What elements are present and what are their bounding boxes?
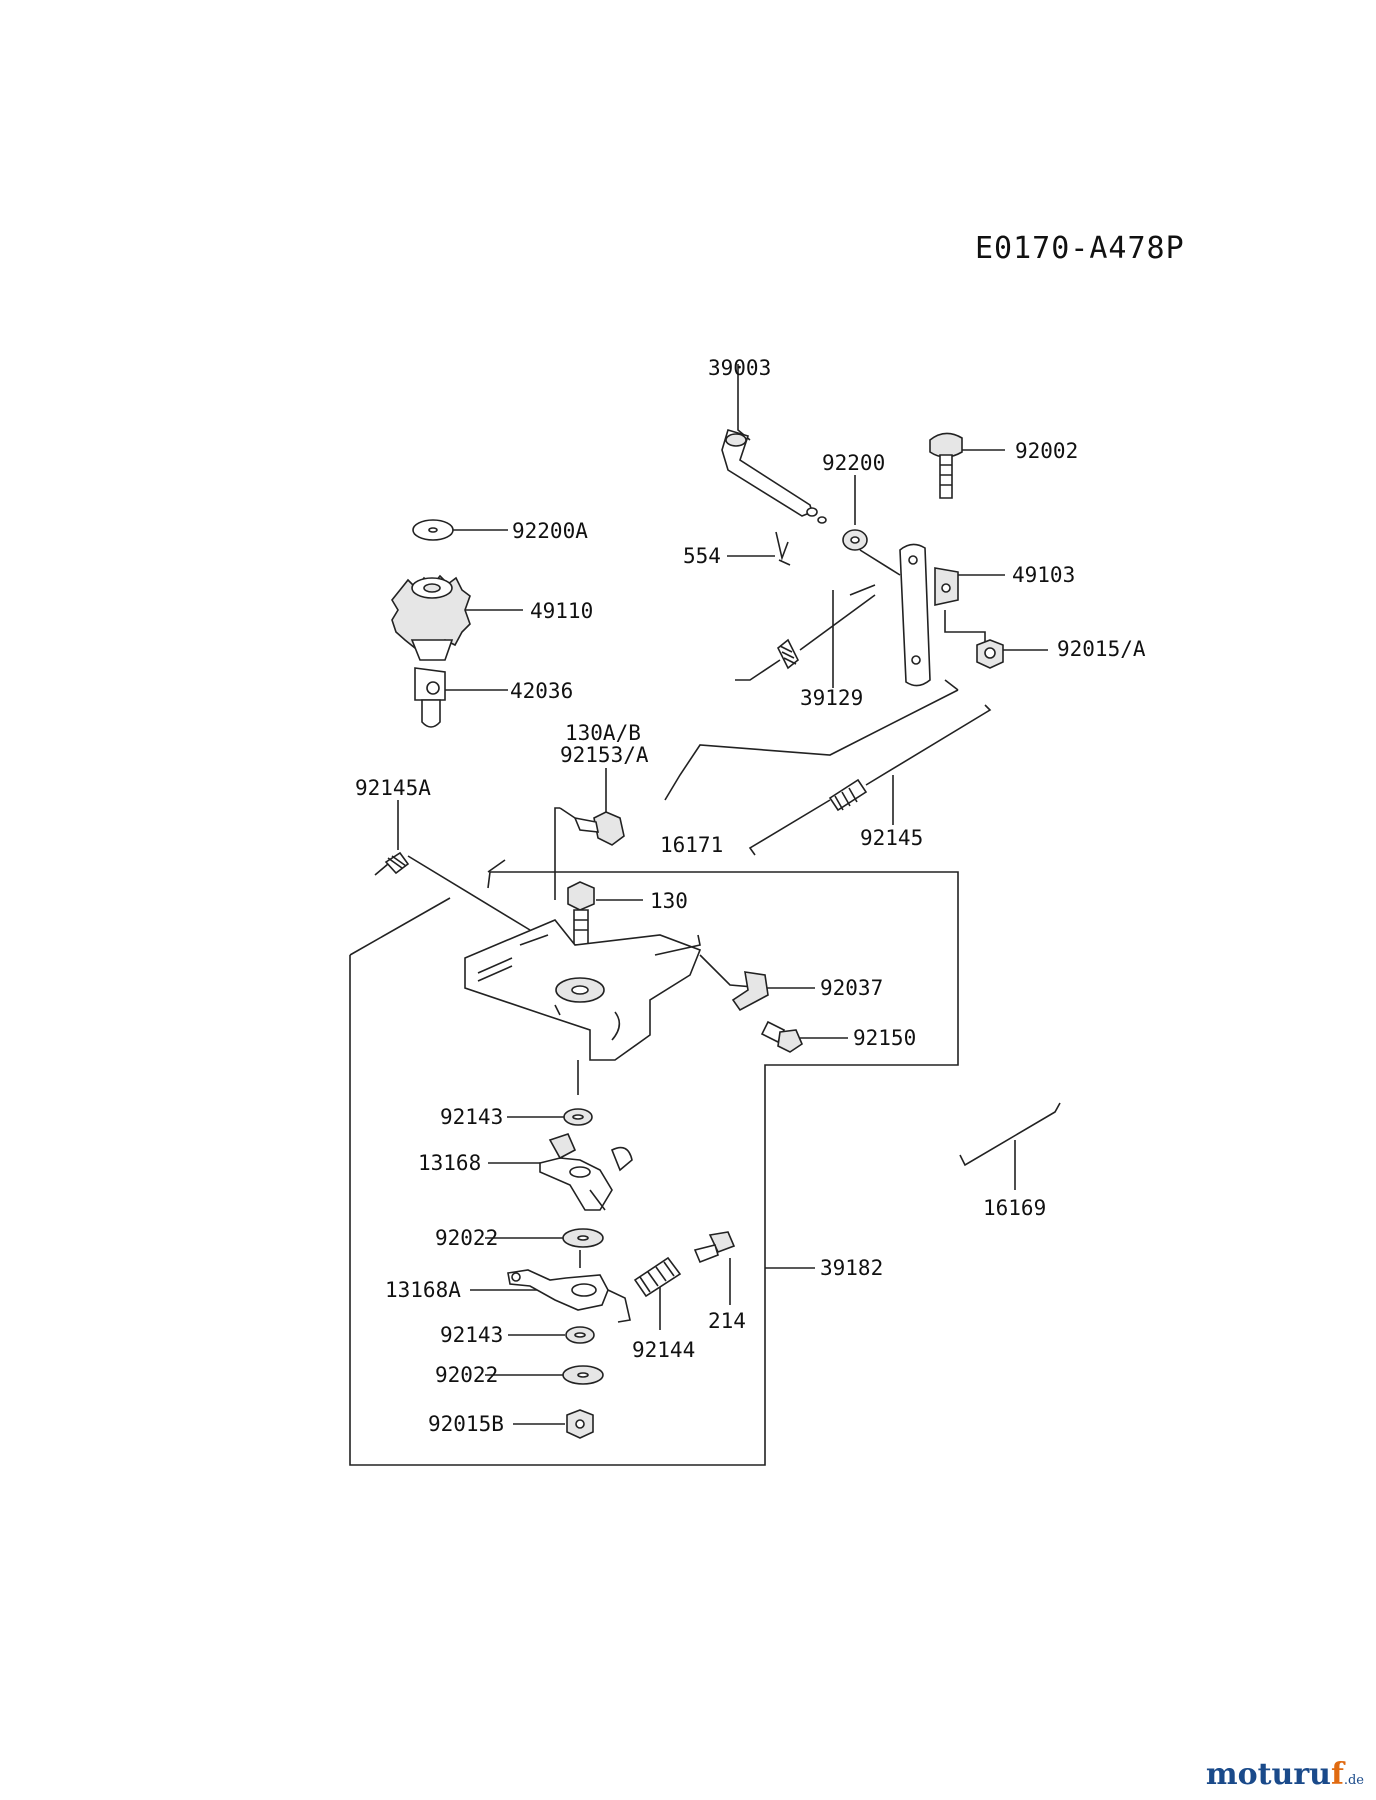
watermark-tld: .de <box>1343 1773 1364 1788</box>
label-214: 214 <box>708 1309 746 1333</box>
label-92015B: 92015B <box>428 1412 504 1436</box>
label-13168A: 13168A <box>385 1278 461 1302</box>
label-49110: 49110 <box>530 599 593 623</box>
nut-92015A <box>944 610 1048 669</box>
clip-554 <box>727 531 791 566</box>
governor-shaft-39003 <box>721 364 827 524</box>
label-92002: 92002 <box>1015 439 1078 463</box>
label-92145A: 92145A <box>355 776 431 800</box>
washer-92200A <box>412 519 508 541</box>
rod-16169 <box>959 1102 1061 1190</box>
label-39003: 39003 <box>708 356 771 380</box>
label-16171: 16171 <box>660 833 723 857</box>
label-130: 130 <box>650 889 688 913</box>
spring-92144 <box>633 1256 682 1330</box>
bolt-92002 <box>929 432 1005 499</box>
label-92150: 92150 <box>853 1026 916 1050</box>
label-92145: 92145 <box>860 826 923 850</box>
shaft-42036 <box>414 667 508 728</box>
washer-92200 <box>842 475 868 551</box>
spring-rod-92145 <box>748 704 992 856</box>
watermark-accent: f <box>1330 1757 1344 1792</box>
spring-92145A <box>374 800 531 931</box>
diagram-code: E0170-A478P <box>975 231 1185 266</box>
label-92153A: 92153/A <box>560 743 649 767</box>
bolt-92150 <box>760 1020 848 1053</box>
bracket-plate <box>464 919 702 1095</box>
label-39129: 39129 <box>800 686 863 710</box>
watermark-logo: moturuf.de <box>1206 1757 1364 1792</box>
assembly-outline-39182 <box>349 859 959 1466</box>
rod-16171 <box>664 679 959 801</box>
clamp-92037 <box>699 954 815 1012</box>
label-92015A: 92015/A <box>1057 637 1146 661</box>
watermark-main: moturu <box>1205 1757 1331 1792</box>
label-92144: 92144 <box>632 1338 695 1362</box>
label-16169: 16169 <box>983 1196 1046 1220</box>
label-13168: 13168 <box>418 1151 481 1175</box>
label-130AB: 130A/B <box>565 721 641 745</box>
label-39182: 39182 <box>820 1256 883 1280</box>
label-92143-bottom: 92143 <box>440 1323 503 1347</box>
label-92022-bottom: 92022 <box>435 1363 498 1387</box>
label-49103: 49103 <box>1012 563 1075 587</box>
screw-214 <box>693 1231 736 1305</box>
label-554: 554 <box>683 544 721 568</box>
label-92200: 92200 <box>822 451 885 475</box>
label-92200A: 92200A <box>512 519 588 543</box>
bolt-130AB-92153A <box>554 768 625 900</box>
label-92022-top: 92022 <box>435 1226 498 1250</box>
spring-rod-39129 <box>735 584 876 688</box>
gear-49110 <box>391 574 523 661</box>
center-stack <box>470 1108 633 1439</box>
lever-49103 <box>859 543 1005 687</box>
label-42036: 42036 <box>510 679 573 703</box>
label-92037: 92037 <box>820 976 883 1000</box>
label-92143-top: 92143 <box>440 1105 503 1129</box>
